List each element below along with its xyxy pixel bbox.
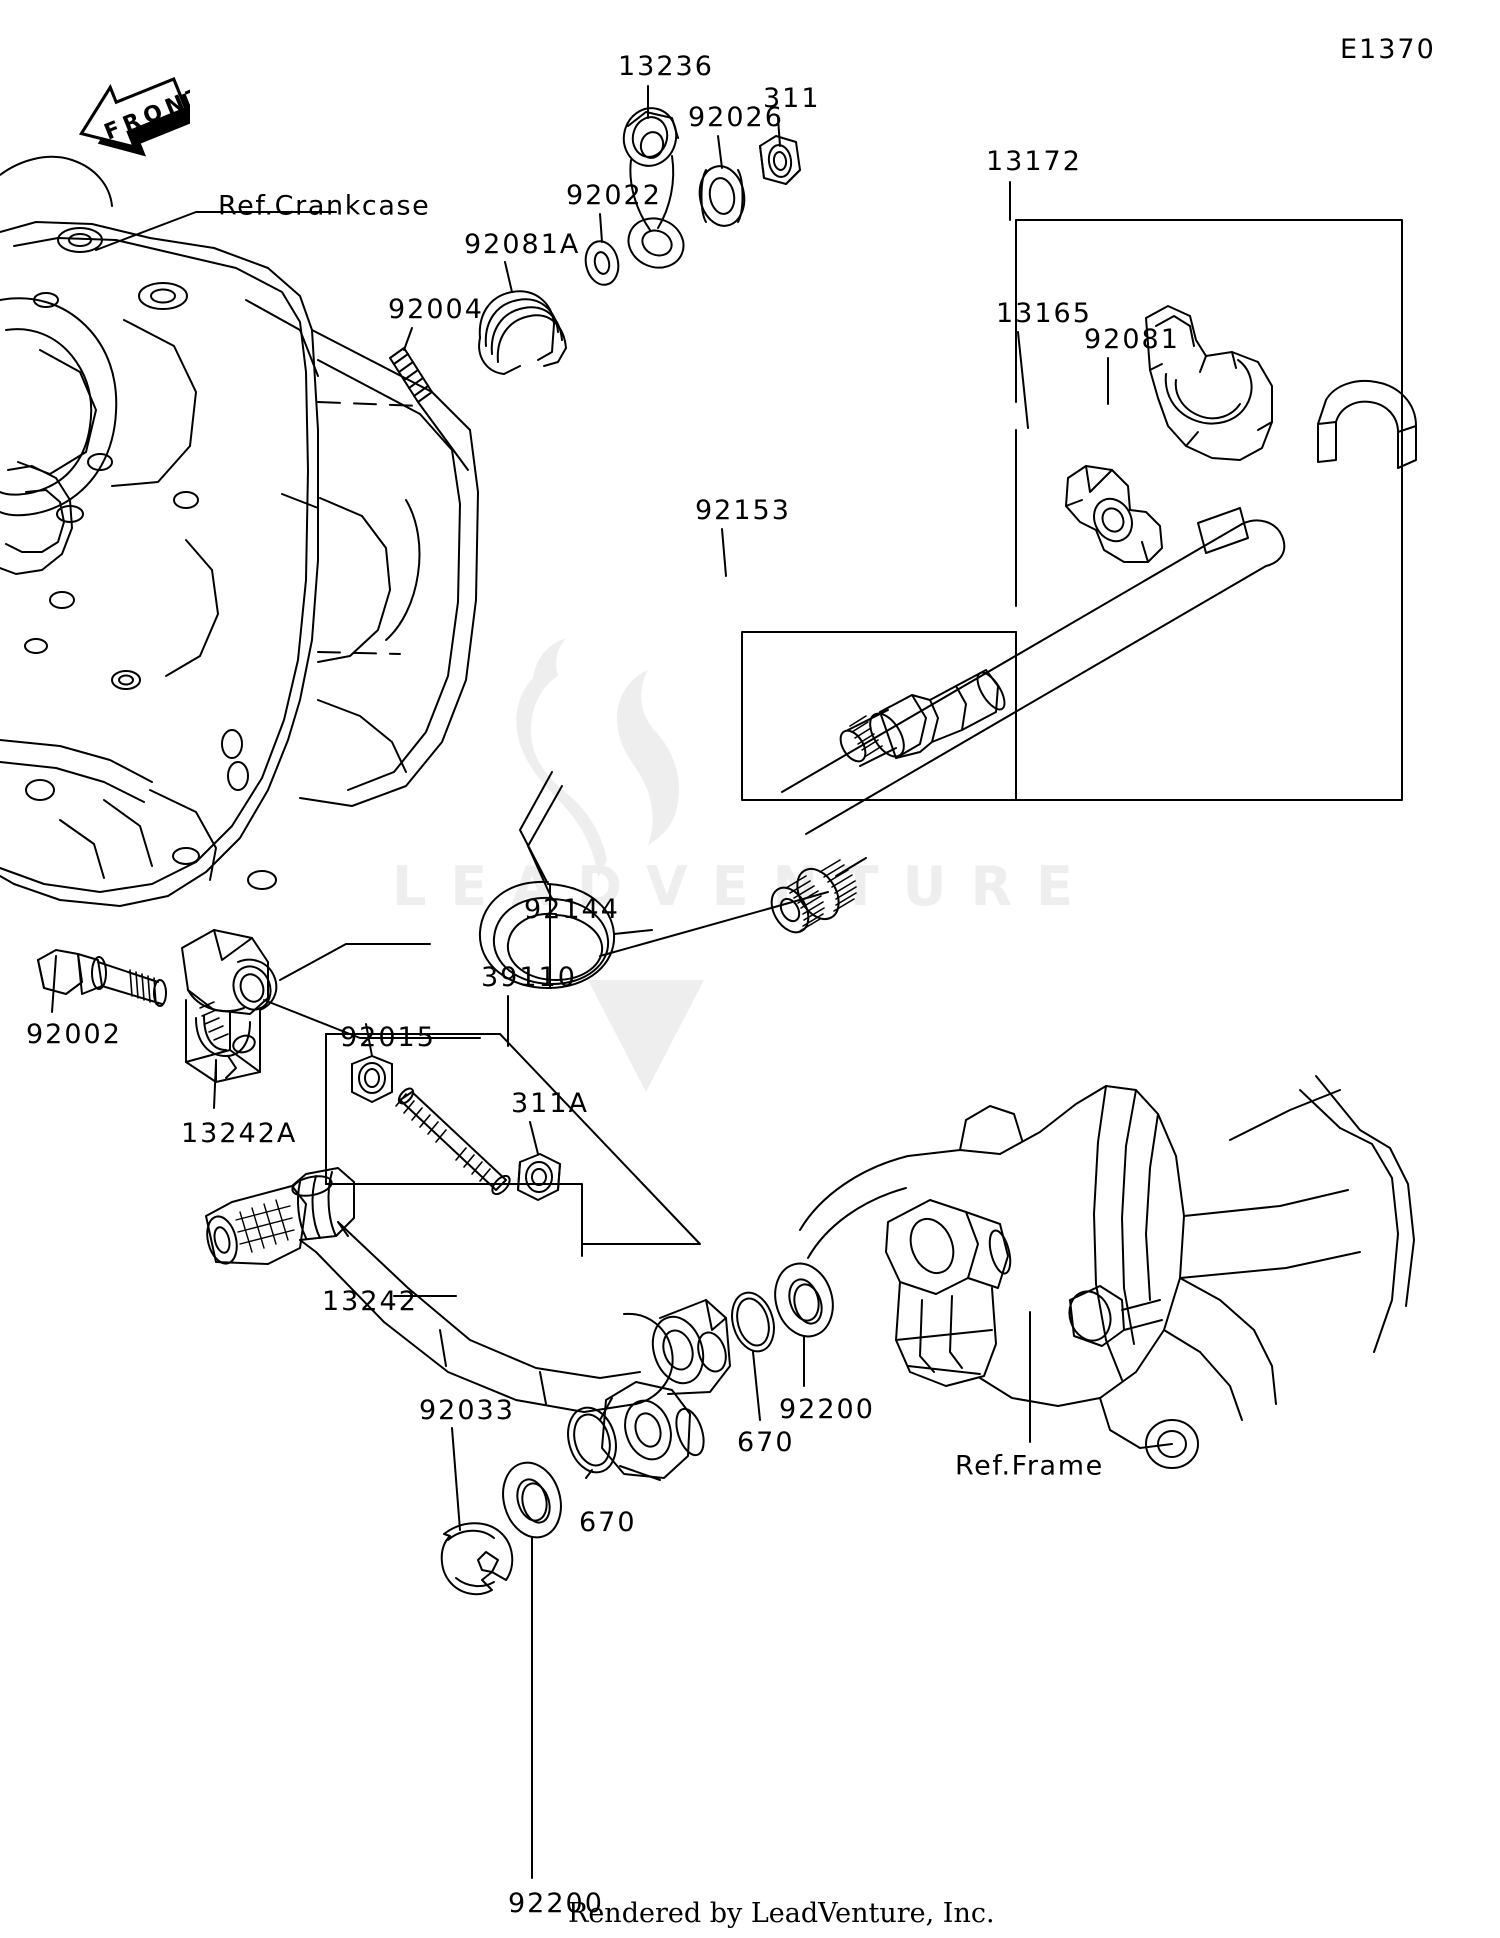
part-311-hex-nut bbox=[759, 135, 801, 185]
crankcase-cover-surface bbox=[299, 329, 479, 807]
callout-leader-lines bbox=[51, 85, 1109, 1879]
ref-frame-assembly bbox=[799, 1075, 1415, 1469]
part-92081A-torsion-spring bbox=[478, 290, 567, 375]
callout-92081A: 92081A bbox=[464, 229, 581, 260]
crankcase-body bbox=[0, 155, 421, 907]
callout-311A: 311A bbox=[511, 1088, 590, 1119]
callout-13242A: 13242A bbox=[181, 1118, 298, 1149]
part-92022-flat-washer bbox=[584, 240, 620, 286]
callout-92002: 92002 bbox=[26, 1019, 122, 1050]
render-credit-label: Rendered by LeadVenture, Inc. bbox=[568, 1898, 995, 1929]
part-13172-assembly-bracket bbox=[741, 219, 1403, 801]
callout-92200-bottom: 92200 bbox=[508, 1888, 604, 1919]
part-13165-shift-fork bbox=[1145, 305, 1273, 461]
front-orientation-marker: FRONT bbox=[60, 74, 190, 178]
callout-13242: 13242 bbox=[322, 1286, 418, 1317]
callout-92081: 92081 bbox=[1084, 324, 1180, 355]
callout-92200-right: 92200 bbox=[779, 1394, 875, 1425]
callout-92015: 92015 bbox=[340, 1022, 436, 1053]
sheet-code-label: E1370 bbox=[1340, 34, 1436, 65]
part-92144-coil-spring bbox=[478, 771, 653, 989]
shift-drum-cylinder bbox=[770, 465, 1286, 934]
callout-92144: 92144 bbox=[524, 894, 620, 925]
part-92200-washer-bottom bbox=[502, 1461, 562, 1539]
part-39110-tie-rod bbox=[395, 1087, 511, 1196]
part-92004-stud-pin bbox=[389, 347, 469, 471]
part-92015-lock-nut bbox=[351, 1055, 393, 1103]
part-92081-leaf-spring bbox=[1317, 380, 1417, 469]
callout-92033: 92033 bbox=[419, 1395, 515, 1426]
callout-670-right: 670 bbox=[737, 1427, 795, 1458]
callout-13236: 13236 bbox=[618, 51, 714, 82]
callout-39110: 39110 bbox=[481, 962, 577, 993]
part-670-oring-bottom bbox=[567, 1406, 617, 1474]
callout-92153: 92153 bbox=[695, 495, 791, 526]
front-arrow-icon bbox=[79, 77, 190, 157]
part-311A-hex-nut-small bbox=[517, 1153, 561, 1201]
callout-13165: 13165 bbox=[996, 298, 1092, 329]
part-92200-washer-right bbox=[774, 1262, 834, 1338]
part-92026-spacer-washer bbox=[698, 165, 746, 227]
callout-13172: 13172 bbox=[986, 146, 1082, 177]
ref-crankcase-label: Ref.Crankcase bbox=[218, 190, 431, 222]
callout-670-left: 670 bbox=[579, 1507, 637, 1538]
part-13242-shift-pedal bbox=[205, 1167, 731, 1481]
callout-92022: 92022 bbox=[566, 180, 662, 211]
callout-311: 311 bbox=[763, 83, 821, 114]
part-92033-e-clip bbox=[440, 1522, 514, 1596]
flame-logo-icon bbox=[516, 638, 704, 1092]
part-92153-flanged-bolt bbox=[839, 669, 1006, 767]
part-670-oring-right bbox=[731, 1291, 775, 1353]
leader-13242A-group bbox=[263, 943, 481, 1039]
part-13242A-shift-rod-joint bbox=[181, 929, 278, 1083]
leader-92144-to-drum bbox=[599, 891, 829, 957]
leadventure-watermark-text: LEADVENTURE bbox=[392, 855, 1097, 918]
ref-frame-label: Ref.Frame bbox=[955, 1450, 1104, 1482]
callout-92026: 92026 bbox=[688, 102, 784, 133]
callout-92004: 92004 bbox=[388, 294, 484, 325]
leader-ref-crankcase bbox=[95, 211, 337, 251]
part-39110-group-bracket bbox=[325, 1033, 701, 1257]
part-92002-clamp-bolt bbox=[37, 949, 167, 1007]
part-13236-shift-arm-rod bbox=[622, 107, 685, 269]
